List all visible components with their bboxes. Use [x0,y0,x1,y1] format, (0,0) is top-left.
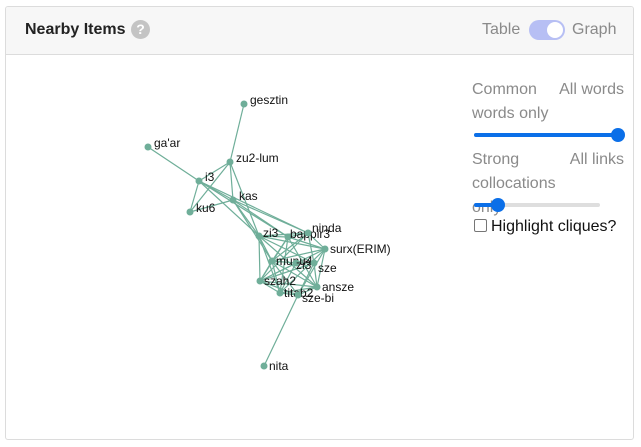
graph-edge [232,199,309,234]
view-toggle-table-label[interactable]: Table [482,21,521,38]
graph-node[interactable] [304,229,312,237]
graph-edge [287,236,326,250]
collocation-slider[interactable] [472,198,624,212]
graph-node[interactable] [284,233,292,241]
graph-controls: Common words only All words Strong collo… [472,78,625,218]
nearby-items-panel: Nearby Items ? Table Graph gesztin ga'ar z… [5,6,634,440]
graph-node-label[interactable]: ga'ar [154,136,180,150]
graph-node-label[interactable]: zi3 [263,226,279,240]
graph-node[interactable] [310,259,318,267]
graph-edge [271,260,299,296]
view-toggle-graph-label[interactable]: Graph [572,21,617,38]
graph-node-label[interactable]: ninda [312,221,342,235]
frequency-left-label: Common words only [472,81,549,122]
graph-node-label[interactable]: surx(ERIM) [330,242,391,256]
graph-edge [259,232,309,282]
frequency-labels: Common words only All words [472,78,624,126]
graph-edge [259,280,281,294]
panel-header: Nearby Items ? Table Graph [6,7,633,55]
graph-edge [259,262,297,282]
graph-edge [259,280,318,288]
graph-edge [271,260,297,264]
graph-edge [307,232,315,264]
view-toggle-switch[interactable] [529,20,565,40]
graph-edge [313,262,318,288]
graph-edge [198,180,260,237]
graph-edge [279,248,326,294]
graph-node-label[interactable]: ku6 [196,201,216,215]
collocation-right-label: All links [569,151,624,168]
graph-node[interactable] [144,143,152,151]
graph-node[interactable] [195,177,203,185]
graph-node[interactable] [226,158,234,166]
graph-edge [307,232,326,250]
question-circle-icon[interactable]: ? [131,20,150,39]
graph-node[interactable] [260,362,268,370]
graph-edge [316,248,326,288]
graph-node-label[interactable]: zu2-lum [236,151,279,165]
toggle-knob [547,22,563,38]
graph-edge [147,146,200,182]
frequency-slider[interactable] [472,128,625,142]
graph-edge [279,286,318,294]
graph-edge [229,103,245,163]
graph-node-label[interactable]: zi3 [296,258,312,272]
frequency-right-label: All words [559,81,624,98]
graph-node[interactable] [186,208,194,216]
graph-edge [271,248,326,262]
graph-edge [258,235,261,282]
graph-edge [189,180,200,213]
graph-node-label[interactable]: sze-bi [302,291,334,305]
collocation-labels: Strong collocations only All links [472,148,624,216]
graph-edge [258,232,309,237]
graph-edge [271,260,318,288]
highlight-cliques-checkbox[interactable] [474,219,487,232]
slider-fill [474,203,501,207]
graph-edge [198,180,309,234]
graph-edge [259,260,273,282]
graph-edge [263,294,299,367]
highlight-cliques-option[interactable]: Highlight cliques? [474,218,616,236]
slider-thumb[interactable] [491,198,506,212]
graph-edge [189,199,234,213]
slider-track [474,203,600,207]
graph-node-label[interactable]: gesztin [250,93,288,107]
panel-title: Nearby Items [25,21,126,38]
graph-edge [259,262,315,282]
graph-edge [198,161,231,182]
graph-node[interactable] [313,283,321,291]
graph-node-label[interactable]: nita [269,359,289,373]
graph-edge [271,232,309,262]
graph-node[interactable] [276,289,284,297]
graph-node-label[interactable]: kas [239,189,258,203]
network-graph[interactable]: gesztinga'arzu2-lumi3kasku6zi3bappir3nin… [6,55,466,439]
graph-node[interactable] [292,259,300,267]
graph-node[interactable] [229,196,237,204]
highlight-cliques-label: Highlight cliques? [491,218,617,235]
graph-node[interactable] [255,232,263,240]
graph-node[interactable] [240,100,248,108]
graph-node[interactable] [268,257,276,265]
graph-edge [229,161,234,201]
graph-edge [259,280,299,296]
graph-node-label[interactable]: sze [318,261,337,275]
graph-edge [229,161,260,237]
graph-edge [232,199,289,238]
graph-edge [232,199,273,262]
graph-node-label[interactable]: szah2 [264,274,296,288]
graph-node[interactable] [256,277,264,285]
graph-node-label[interactable]: i3 [205,170,215,184]
graph-node[interactable] [321,245,329,253]
graph-node-label[interactable]: ansze [322,280,354,294]
slider-thumb[interactable] [611,128,625,142]
graph-edge [279,262,297,294]
graph-edge [258,235,326,250]
slider-fill [474,133,620,137]
graph-node[interactable] [294,291,302,299]
